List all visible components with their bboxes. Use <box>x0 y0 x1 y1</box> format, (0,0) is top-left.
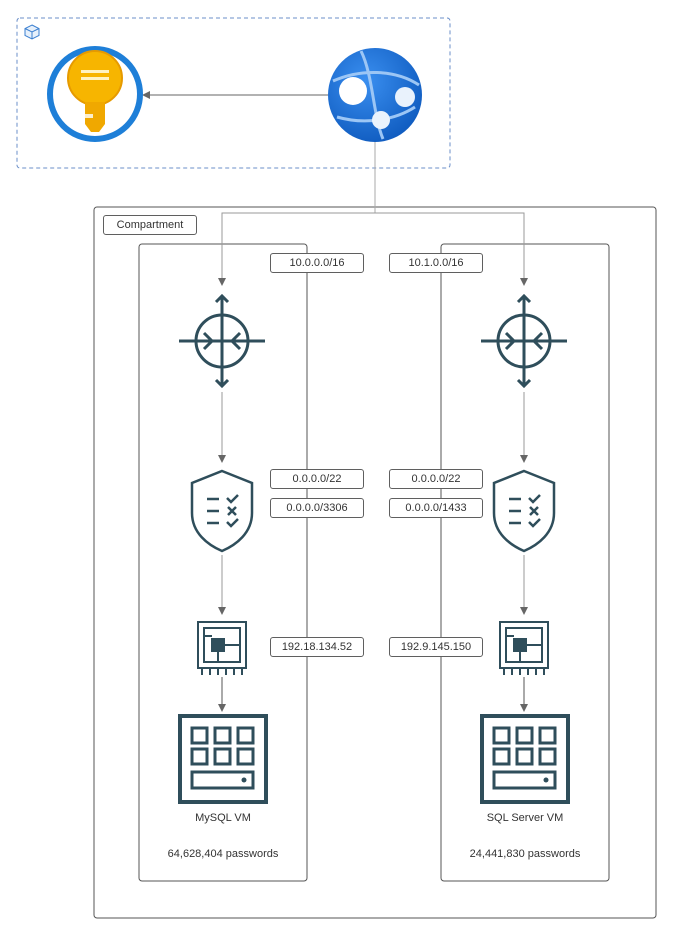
network-interface-icon-right <box>499 621 549 675</box>
vm-icon-left <box>178 714 268 804</box>
app-service-icon <box>328 48 422 142</box>
connector-to-left-gateway <box>218 212 375 286</box>
resource-group-boundary <box>16 17 451 169</box>
right-security-rule-2: 0.0.0.0/1433 <box>389 498 483 518</box>
left-security-rule-2: 0.0.0.0/3306 <box>270 498 364 518</box>
vm-icon-right <box>480 714 570 804</box>
gateway-icon-left <box>179 293 265 389</box>
security-list-icon-right <box>492 469 556 553</box>
connector-to-right-gateway <box>375 212 528 286</box>
left-private-ip: 192.18.134.52 <box>270 637 364 657</box>
right-private-ip: 192.9.145.150 <box>389 637 483 657</box>
security-list-icon-left <box>190 469 254 553</box>
vcn-right-boundary <box>440 243 610 882</box>
left-vcn-cidr: 10.0.0.0/16 <box>270 253 364 273</box>
left-password-count: 64,628,404 passwords <box>167 848 279 860</box>
resource-group-icon <box>24 24 40 40</box>
vcn-left-boundary <box>138 243 308 882</box>
network-interface-icon-left <box>197 621 247 675</box>
right-vcn-cidr: 10.1.0.0/16 <box>389 253 483 273</box>
right-security-rule-1: 0.0.0.0/22 <box>389 469 483 489</box>
key-vault-icon <box>47 46 143 142</box>
compartment-label: Compartment <box>103 215 197 235</box>
left-security-rule-1: 0.0.0.0/22 <box>270 469 364 489</box>
gateway-icon-right <box>481 293 567 389</box>
left-vm-label: MySQL VM <box>195 812 251 824</box>
right-password-count: 24,441,830 passwords <box>469 848 581 860</box>
right-vm-label: SQL Server VM <box>486 812 564 824</box>
